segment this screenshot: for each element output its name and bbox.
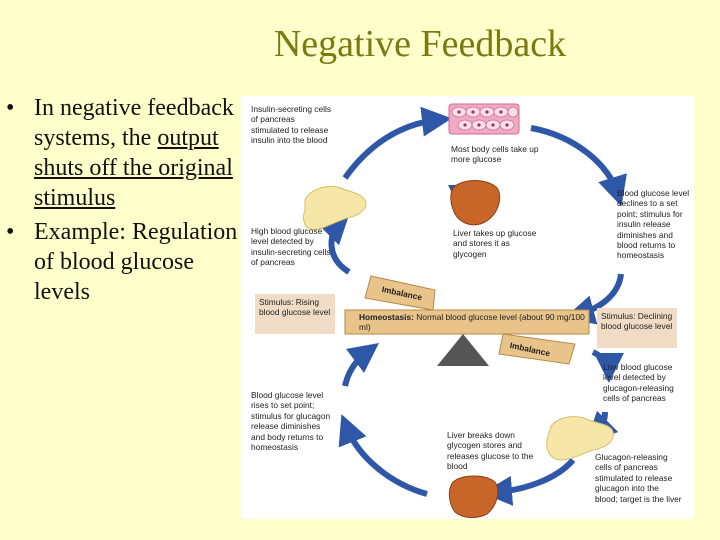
pancreas-upper-illustration <box>302 186 367 231</box>
label-liver-stores: Liver takes up glucose and stores it as … <box>453 228 537 259</box>
stimulus-declining-box: Stimulus: Declining blood glucose level <box>597 308 677 348</box>
bullet-marker: • <box>6 95 15 121</box>
label-glucose-declines: Blood glucose level declines to a set po… <box>617 188 690 261</box>
label-glucose-rises: Blood glucose level rises to set point; … <box>251 390 331 453</box>
homeostasis-label-group: Homeostasis: Normal blood glucose level … <box>359 312 585 333</box>
liver-lower-illustration <box>448 475 499 518</box>
homeostasis-plank <box>344 309 590 335</box>
slide-title: Negative Feedback <box>273 23 567 65</box>
fulcrum-icon <box>437 334 489 366</box>
bullet-item-example: • Example: Regulation of blood glucose l… <box>6 217 238 307</box>
bullet-marker: • <box>6 219 15 245</box>
stimulus-rising-box: Stimulus: Rising blood glucose level <box>255 294 335 334</box>
body-cells-illustration <box>448 103 520 135</box>
imbalance-plank-bottom <box>498 333 576 365</box>
glucose-regulation-diagram: Insulin-secreting cells of pancreas stim… <box>241 96 694 519</box>
bullet-list: • In negative feedback systems, the outp… <box>6 93 238 311</box>
arrow-liver-to-rises <box>338 414 428 497</box>
label-homeostasis-text: Normal blood glucose level (about 90 mg/… <box>359 312 585 333</box>
label-low-glucose: Low blood glucose level detected by gluc… <box>603 362 674 404</box>
label-glucagon-cells: Glucagon-releasing cells of pancreas sti… <box>595 452 682 504</box>
label-liver-breaks: Liver breaks down glycogen stores and re… <box>447 430 534 472</box>
label-high-glucose: High blood glucose level detected by ins… <box>251 226 331 268</box>
label-homeostasis: Homeostasis: <box>359 312 414 322</box>
pancreas-lower-illustration <box>546 416 614 461</box>
arrow-declining-to-low <box>591 349 624 383</box>
bullet-item-negative-feedback: • In negative feedback systems, the outp… <box>6 93 238 213</box>
arrow-pancreas-to-liver <box>482 457 576 506</box>
arrow-pancreas-to-cells <box>342 106 452 180</box>
arrow-cells-to-declines <box>530 125 627 207</box>
label-insulin-cells: Insulin-secreting cells of pancreas stim… <box>251 104 332 146</box>
arrow-rising-to-pancreas <box>317 213 351 275</box>
bullet-text: Example: Regulation of blood glucose lev… <box>34 219 238 305</box>
label-body-cells: Most body cells take up more glucose <box>451 144 539 165</box>
diagram-graphics <box>302 103 627 518</box>
bullet-emphasis: output shuts off the original stimulus <box>34 125 233 211</box>
liver-upper-illustration <box>450 180 501 226</box>
bullet-text: In negative feedback systems, the <box>34 95 234 151</box>
arrow-rises-to-seesaw <box>342 342 379 387</box>
